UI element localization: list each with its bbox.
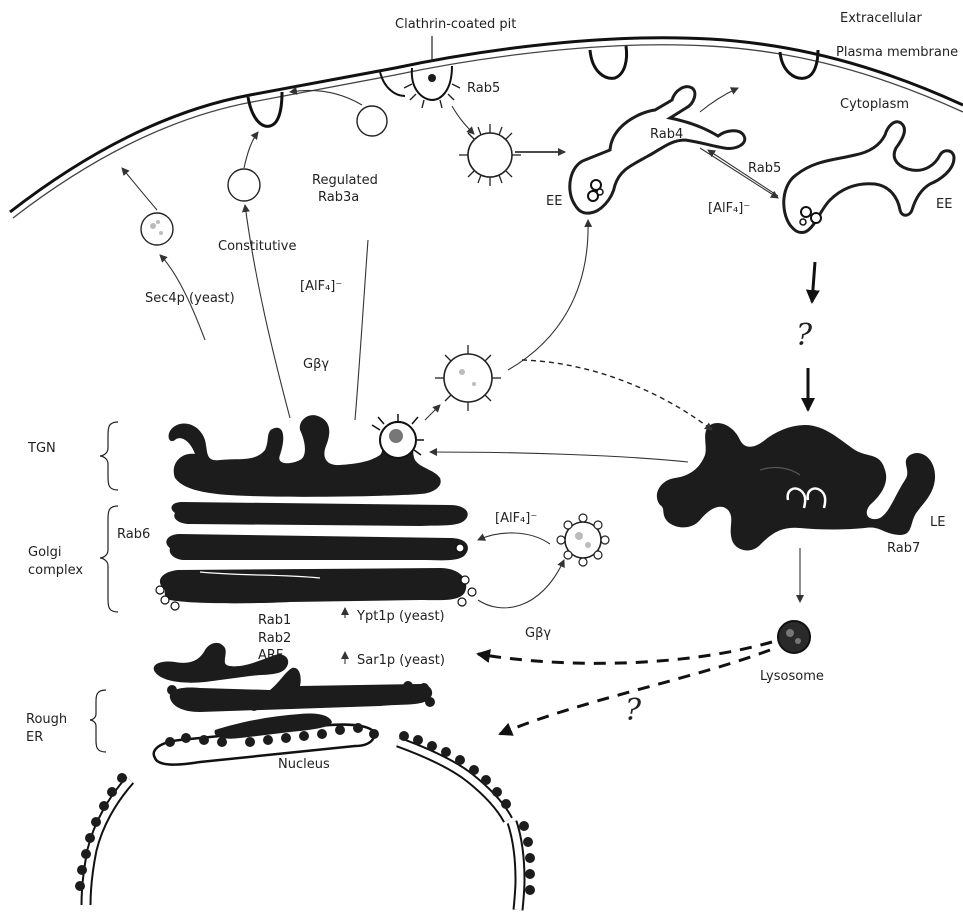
- label-rab1: Rab1: [258, 613, 291, 628]
- label-ee-right: EE: [936, 197, 952, 212]
- golgi-cisternae: [156, 502, 476, 610]
- label-complex: complex: [28, 563, 83, 578]
- label-ypt1p: Ypt1p (yeast): [356, 609, 445, 624]
- label-rab4: Rab4: [650, 127, 683, 142]
- label-ee-left: EE: [546, 194, 562, 209]
- label-tgn: TGN: [27, 441, 56, 456]
- label-golgi: Golgi: [28, 545, 62, 560]
- label-rab5-top: Rab5: [467, 81, 500, 96]
- dashed-arrows: [478, 360, 772, 734]
- trans-golgi-network: [169, 414, 441, 497]
- label-extracellular: Extracellular: [840, 11, 923, 26]
- lysosome: [778, 621, 810, 653]
- label-alf4-golgi: [AlF₄]⁻: [495, 511, 537, 526]
- cop-vesicle: [557, 514, 609, 566]
- label-rab5-mid: Rab5: [748, 161, 781, 176]
- label-rab6: Rab6: [117, 527, 150, 542]
- label-nucleus: Nucleus: [278, 757, 330, 772]
- labels: Clathrin-coated pit Extracellular Plasma…: [26, 11, 958, 772]
- label-alf4-left: [AlF₄]⁻: [300, 279, 342, 294]
- label-er: ER: [26, 730, 43, 745]
- label-rough: Rough: [26, 712, 67, 727]
- early-endosome-left: [570, 87, 745, 213]
- label-sar1p: Sar1p (yeast): [357, 653, 445, 668]
- label-gby-right: Gβγ: [525, 626, 551, 641]
- label-question-upper: ?: [796, 318, 813, 353]
- label-rab7: Rab7: [887, 541, 920, 556]
- label-constitutive: Constitutive: [218, 239, 297, 254]
- label-rab3a: Rab3a: [318, 190, 359, 205]
- label-lysosome: Lysosome: [760, 669, 824, 684]
- label-rab2: Rab2: [258, 631, 291, 646]
- early-endosome-right: [784, 122, 954, 233]
- label-gby-left: Gβγ: [303, 357, 329, 372]
- braces: [90, 422, 118, 752]
- label-plasma-membrane: Plasma membrane: [836, 45, 958, 60]
- label-cytoplasm: Cytoplasm: [840, 97, 909, 112]
- label-arf: ARF: [258, 648, 283, 663]
- label-le: LE: [930, 515, 945, 530]
- late-endosome: [657, 423, 935, 550]
- label-regulated: Regulated: [312, 173, 378, 188]
- label-clathrin-coated-pit: Clathrin-coated pit: [395, 17, 516, 32]
- label-question-lower: ?: [625, 693, 642, 728]
- coated-vesicle-top: [459, 124, 521, 186]
- coated-vesicle-middle: [435, 345, 501, 411]
- clathrin-coated-pit: [404, 36, 460, 108]
- label-sec4p: Sec4p (yeast): [145, 291, 235, 306]
- label-alf4-top: [AlF₄]⁻: [708, 201, 750, 216]
